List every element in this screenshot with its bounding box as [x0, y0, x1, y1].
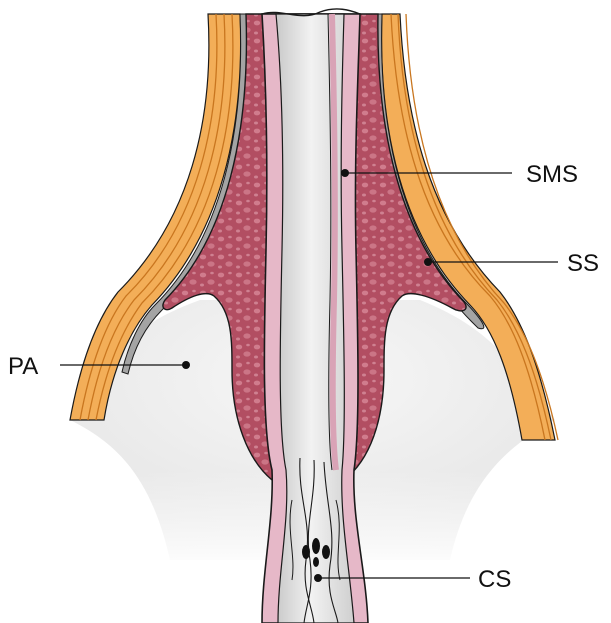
- label-ss: SS: [567, 250, 599, 277]
- label-sms: SMS: [526, 161, 578, 188]
- label-pa: PA: [8, 353, 38, 380]
- label-cs: CS: [478, 566, 511, 593]
- central-stem: [262, 9, 368, 623]
